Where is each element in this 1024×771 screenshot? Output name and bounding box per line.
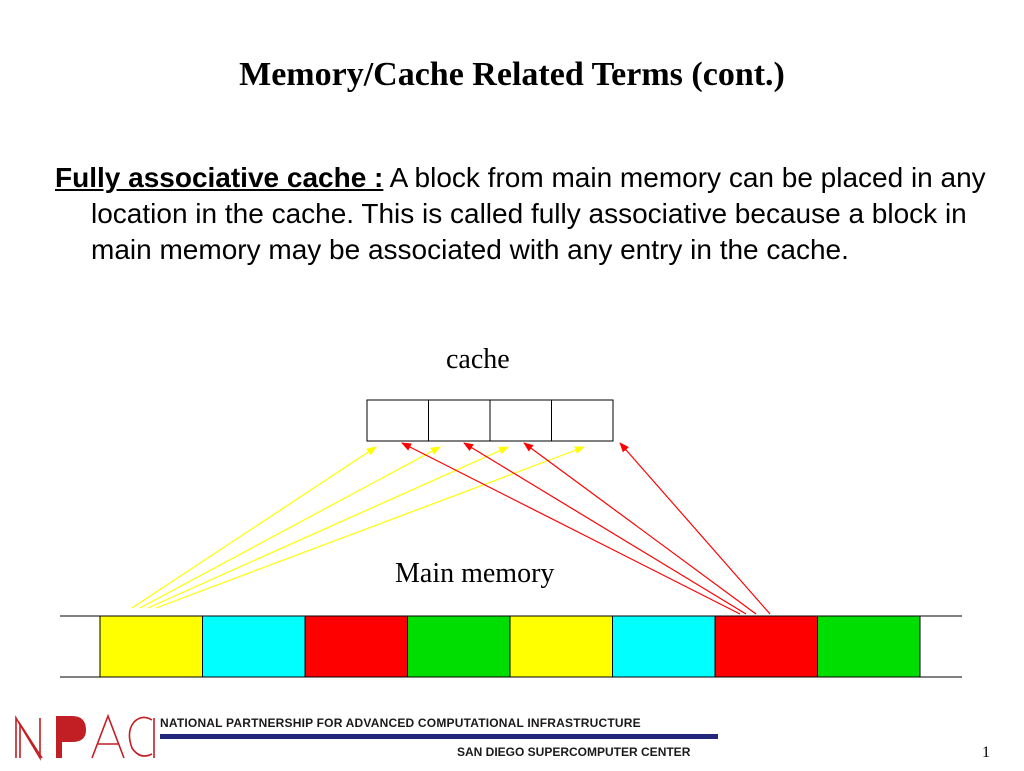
footer-center: SAN DIEGO SUPERCOMPUTER CENTER (457, 745, 691, 759)
cache-slot (489, 399, 552, 442)
npaci-logo (14, 712, 156, 771)
red-mapping-arrow (401, 442, 741, 615)
cache-slot (551, 399, 614, 442)
cache-slot (366, 399, 429, 442)
memory-block (304, 615, 408, 678)
memory-block (99, 615, 203, 678)
term-label: Fully associative cache : (55, 162, 384, 193)
npaci-logo-mark (15, 713, 155, 761)
yellow-mapping-arrow (155, 446, 585, 609)
slide-title: Memory/Cache Related Terms (cont.) (239, 56, 785, 93)
yellow-mapping-arrow (139, 446, 441, 609)
page-number: 1 (982, 744, 990, 761)
footer-rule (160, 734, 718, 739)
memory-block (817, 615, 921, 678)
cache-label: cache (446, 344, 510, 375)
memory-block (202, 615, 306, 678)
footer-organization: NATIONAL PARTNERSHIP FOR ADVANCED COMPUT… (160, 716, 641, 730)
cache-slot (428, 399, 491, 442)
memory-block (612, 615, 716, 678)
yellow-mapping-arrow (131, 446, 377, 609)
red-mapping-arrow (463, 442, 747, 615)
red-mapping-arrow (523, 442, 757, 615)
definition-text: A block from main memory can be placed i… (91, 162, 986, 265)
definition-paragraph: Fully associative cache : A block from m… (55, 160, 1024, 268)
yellow-mapping-arrow (147, 446, 509, 609)
red-mapping-arrow (619, 442, 771, 615)
memory-block (509, 615, 613, 678)
memory-block (714, 615, 818, 678)
memory-block (407, 615, 511, 678)
main-memory-label: Main memory (395, 558, 555, 589)
